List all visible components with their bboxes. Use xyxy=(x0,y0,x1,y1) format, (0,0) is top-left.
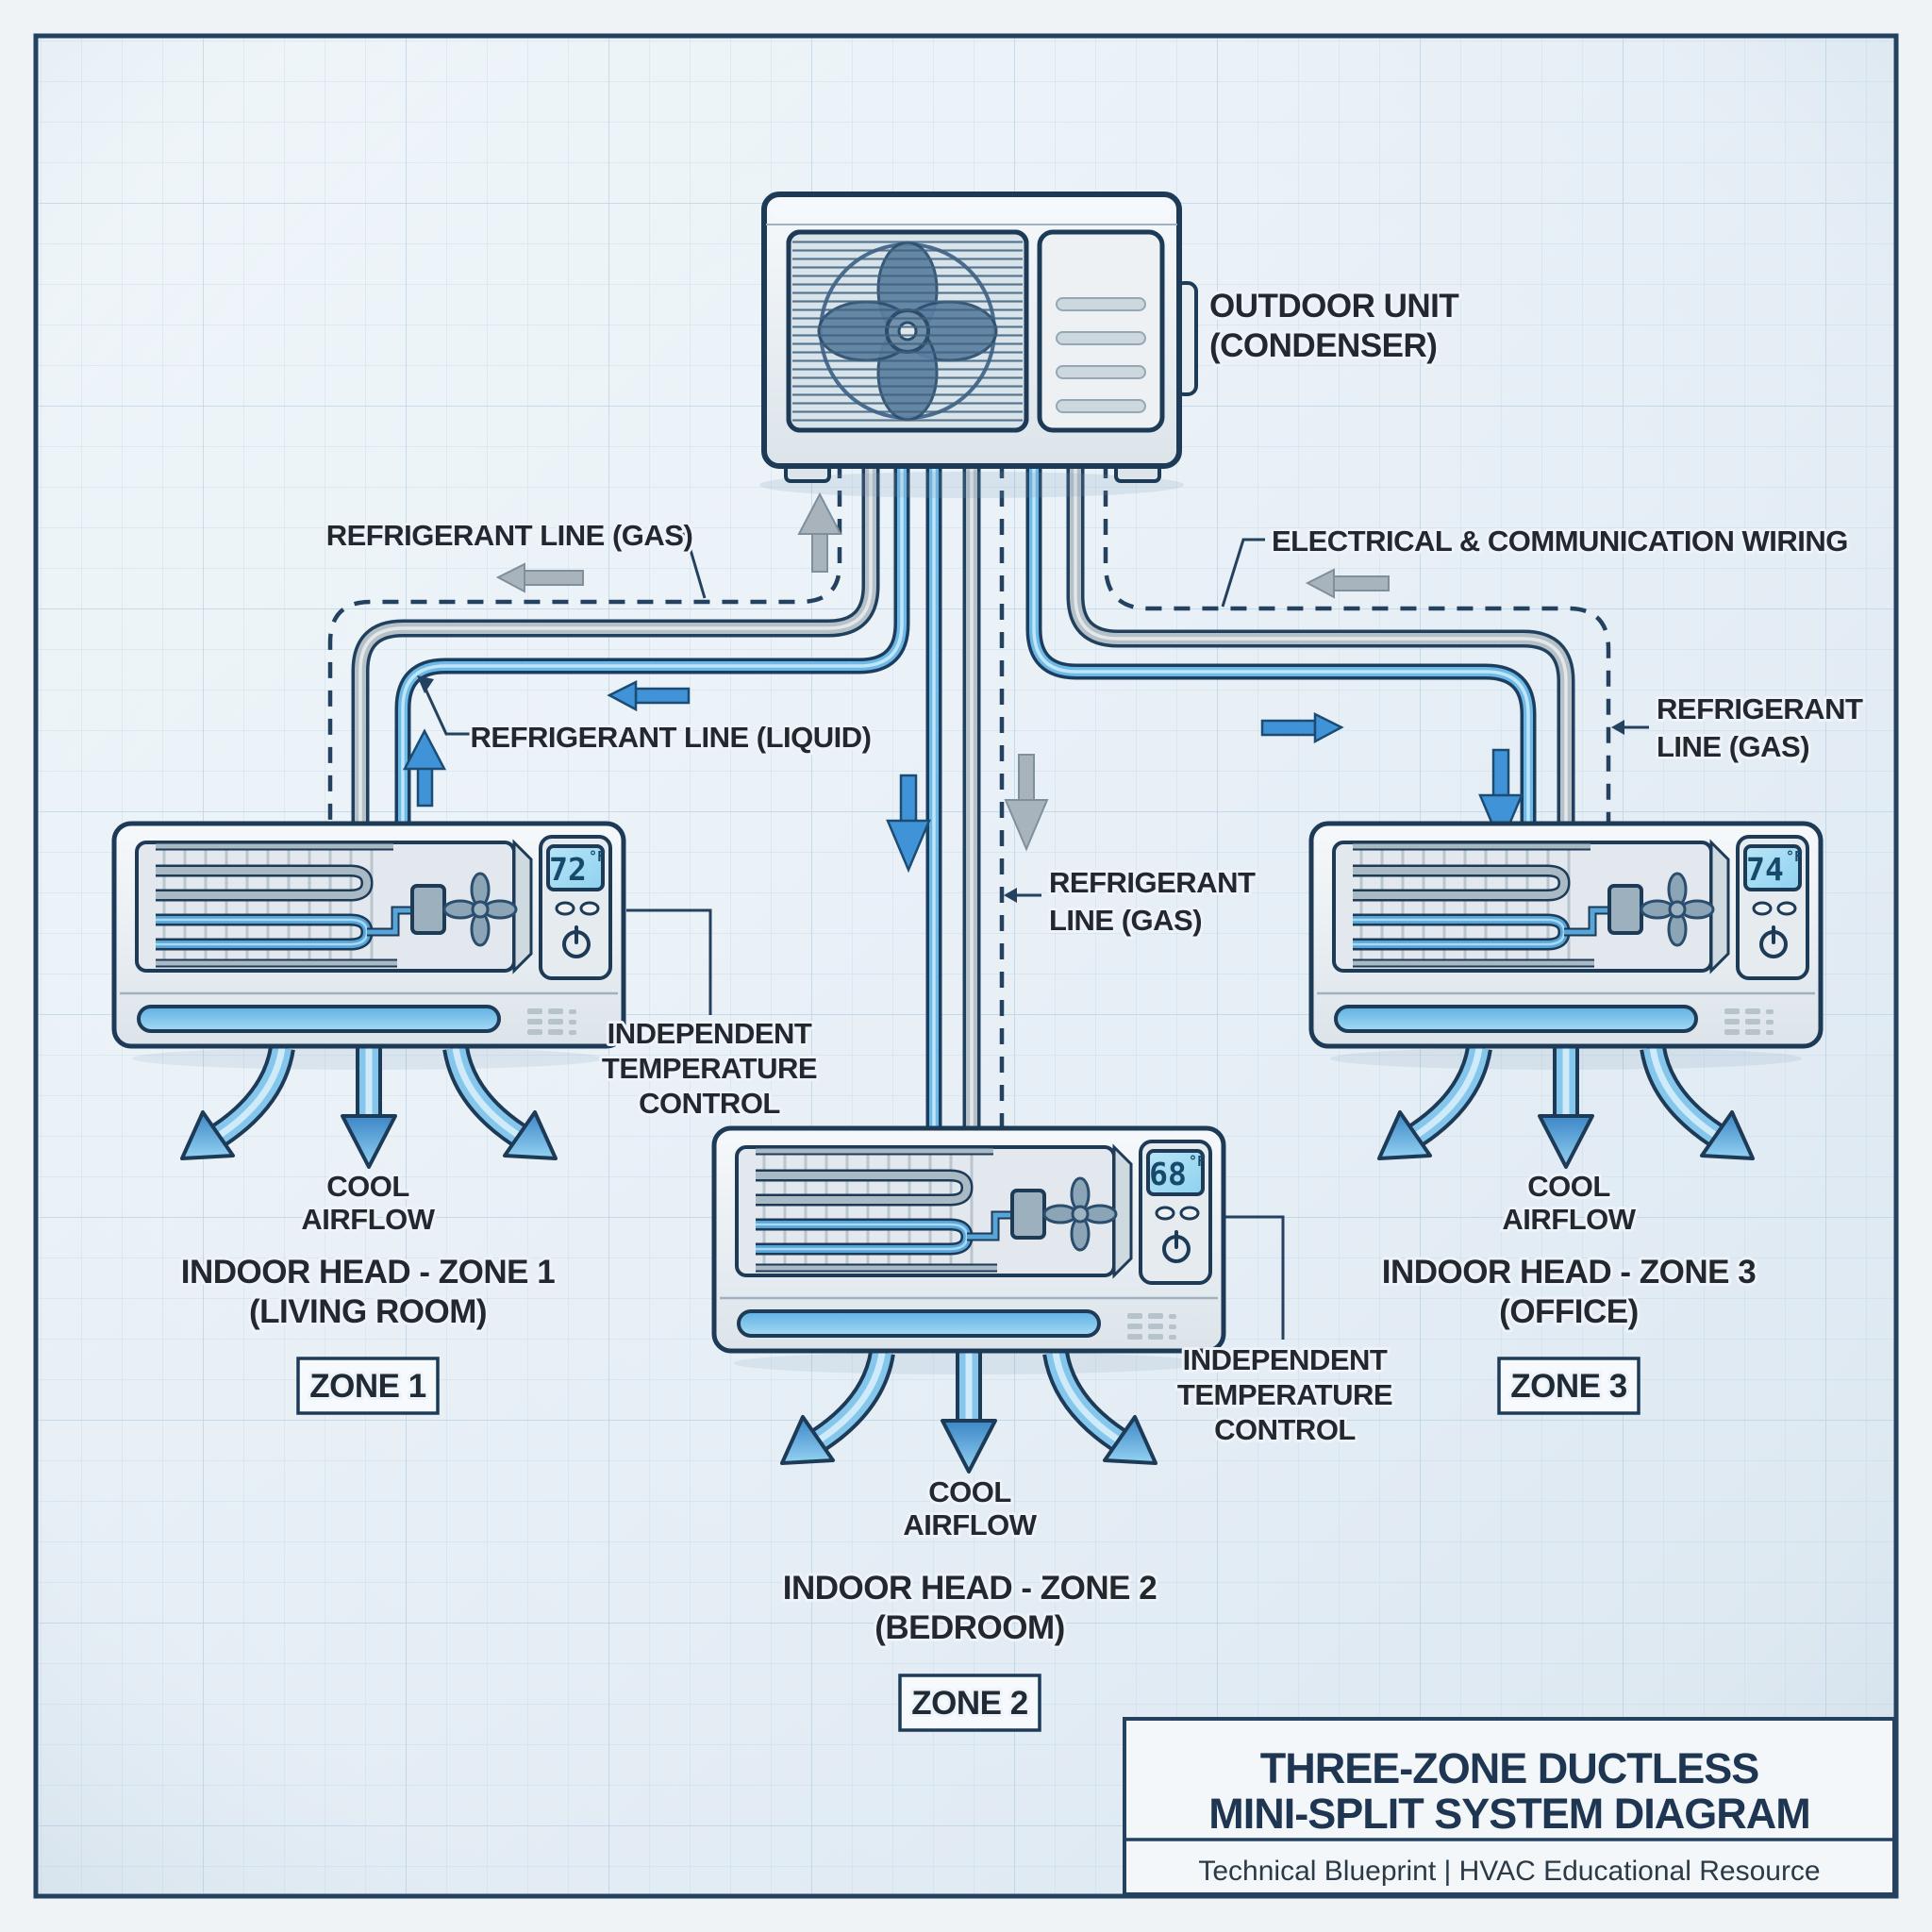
louver-slats-icon xyxy=(1056,297,1146,413)
zone-3-badge-box xyxy=(1497,1357,1641,1415)
zone-2-temp: 68 xyxy=(1149,1156,1187,1192)
liquid-flow-right-arrow-icon xyxy=(1260,711,1344,744)
independent-temperature-control-label-zone-2: INDEPENDENT TEMPERATURE CONTROL xyxy=(1174,1341,1396,1449)
zone-2-cool-label: COOL xyxy=(928,1475,1011,1508)
zone-3-head-label: INDOOR HEAD - ZONE 3 xyxy=(1382,1254,1756,1291)
label-leader-lines xyxy=(417,532,1649,1340)
gas-flow-left-arrow-icon xyxy=(495,562,584,593)
zone-1-head-label: INDOOR HEAD - ZONE 1 xyxy=(181,1254,555,1291)
zone-1-room-label: (LIVING ROOM) xyxy=(249,1293,487,1330)
electrical-communication-wiring-lines xyxy=(327,434,1611,1132)
zone-2-temp-unit: °F xyxy=(1189,1153,1206,1170)
lcd-readout-zone-2: 68 °F xyxy=(1149,1153,1206,1192)
diagram-title-line1: THREE-ZONE DUCTLESS xyxy=(1260,1744,1759,1792)
zone-3-badge: ZONE 3 xyxy=(1510,1368,1626,1405)
zone-1-captions: COOL AIRFLOW INDOOR HEAD - ZONE 1 (LIVIN… xyxy=(178,1167,558,1415)
svg-text:CONTROL: CONTROL xyxy=(1214,1413,1356,1446)
gas-flow-left-arrow-right-branch-icon xyxy=(1305,568,1390,599)
electrical-wiring-label: ELECTRICAL & COMMUNICATION WIRING xyxy=(1272,525,1848,558)
zone-2-head-label: INDOOR HEAD - ZONE 2 xyxy=(783,1570,1157,1607)
gas-flow-arrows xyxy=(495,491,1390,852)
zone-2-captions: COOL AIRFLOW INDOOR HEAD - ZONE 2 (BEDRO… xyxy=(780,1473,1160,1732)
lcd-readout-zone-1: 72 °F xyxy=(549,848,606,888)
svg-text:TEMPERATURE: TEMPERATURE xyxy=(602,1052,817,1085)
gas-flow-down-arrow-icon xyxy=(1004,754,1049,852)
zone-1-cool-label: COOL xyxy=(326,1170,409,1203)
zone-1-badge-box xyxy=(296,1357,440,1415)
svg-text:TEMPERATURE: TEMPERATURE xyxy=(1177,1378,1392,1411)
zone-1-airflow-label: AIRFLOW xyxy=(301,1203,435,1236)
zone-3-cool-label: COOL xyxy=(1527,1170,1610,1203)
zone-3-temp-unit: °F xyxy=(1786,848,1803,865)
lcd-readout-zone-3: 74 °F xyxy=(1746,848,1803,888)
zone-1-temp-unit: °F xyxy=(589,848,606,865)
liquid-flow-up-arrow-icon xyxy=(402,728,447,808)
refrigerant-gas-center-label-line2: LINE (GAS) xyxy=(1049,904,1202,937)
outdoor-unit-label-line1: OUTDOOR UNIT xyxy=(1209,288,1458,325)
liquid-flow-down-arrow-right-icon xyxy=(1478,748,1524,848)
refrigerant-gas-right-label-line1: REFRIGERANT xyxy=(1657,692,1863,725)
outdoor-unit-condenser xyxy=(759,192,1198,498)
liquid-flow-down-arrow-center-icon xyxy=(886,774,931,874)
zone-3-airflow-label: AIRFLOW xyxy=(1502,1203,1636,1236)
refrigerant-gas-left-label: REFRIGERANT LINE (GAS) xyxy=(326,519,693,552)
refrigerant-liquid-label: REFRIGERANT LINE (LIQUID) xyxy=(471,721,872,754)
zone-2-badge: ZONE 2 xyxy=(911,1685,1027,1722)
svg-text:INDEPENDENT: INDEPENDENT xyxy=(608,1017,812,1050)
refrigerant-gas-pipes xyxy=(351,434,1575,1132)
refrigerant-liquid-pipes xyxy=(394,434,1537,1132)
svg-text:CONTROL: CONTROL xyxy=(639,1087,780,1120)
zone-2-badge-box xyxy=(898,1674,1041,1732)
zone-1-badge: ZONE 1 xyxy=(309,1368,425,1405)
gas-flow-up-arrow-icon xyxy=(797,491,842,573)
independent-temperature-control-label-zone-1: INDEPENDENT TEMPERATURE CONTROL xyxy=(599,1014,821,1123)
zone-3-room-label: (OFFICE) xyxy=(1499,1293,1639,1330)
zone-3-captions: COOL AIRFLOW INDOOR HEAD - ZONE 3 (OFFIC… xyxy=(1379,1167,1759,1415)
zone-1-temp: 72 xyxy=(549,851,587,888)
zone-2-room-label: (BEDROOM) xyxy=(874,1609,1065,1646)
liquid-flow-left-arrow-icon xyxy=(607,679,691,712)
liquid-flow-arrows xyxy=(402,679,1524,874)
diagram-title-line2: MINI-SPLIT SYSTEM DIAGRAM xyxy=(1208,1790,1810,1838)
refrigerant-gas-right-label-line2: LINE (GAS) xyxy=(1657,730,1809,763)
svg-text:INDEPENDENT: INDEPENDENT xyxy=(1183,1343,1388,1376)
zone-2-airflow-label: AIRFLOW xyxy=(903,1508,1037,1541)
title-block: THREE-ZONE DUCTLESS MINI-SPLIT SYSTEM DI… xyxy=(1123,1717,1896,1896)
refrigerant-gas-center-label-line1: REFRIGERANT xyxy=(1049,866,1256,899)
outdoor-unit-label-line2: (CONDENSER) xyxy=(1209,327,1437,364)
title-block-box xyxy=(1123,1717,1896,1896)
zone-3-temp: 74 xyxy=(1746,851,1784,888)
diagram-subtitle: Technical Blueprint | HVAC Educational R… xyxy=(1198,1856,1820,1887)
